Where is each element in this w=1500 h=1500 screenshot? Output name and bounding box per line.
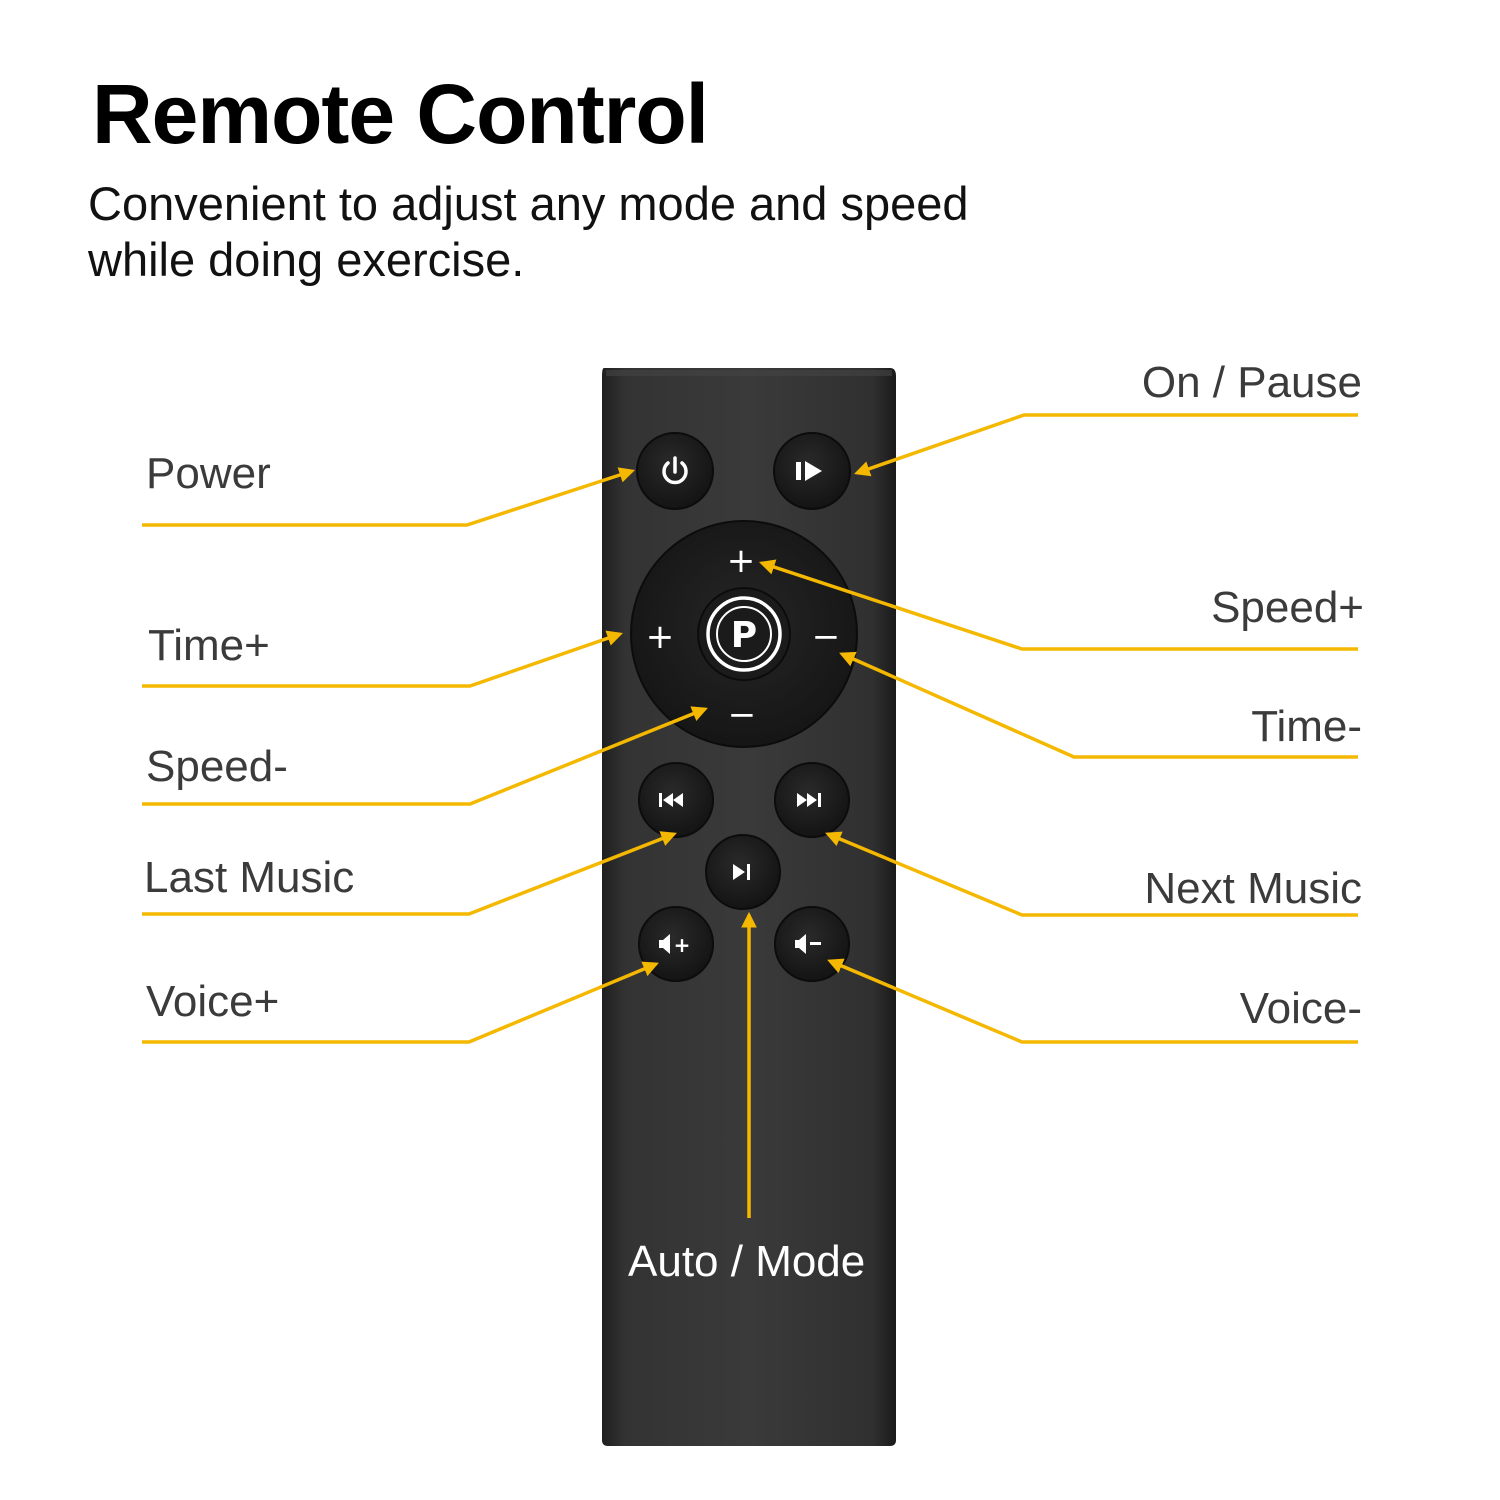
speed-plus-button[interactable]: + [727, 541, 756, 581]
power-leader [142, 467, 635, 527]
next-track-icon [797, 793, 821, 807]
callout-voice-plus: Voice+ [146, 977, 280, 1026]
subtitle-line-1: Convenient to adjust any mode and speed [88, 177, 969, 230]
on-pause-leader [854, 413, 1358, 477]
callout-lines [142, 413, 1358, 1218]
time-plus-glyph: + [646, 617, 675, 657]
voice-plus-leader [142, 961, 659, 1044]
power-icon [662, 456, 688, 485]
page-title: Remote Control [92, 67, 709, 161]
volume-up-icon: + [659, 933, 690, 957]
callout-speed-plus: Speed+ [1211, 583, 1364, 632]
time-minus-leader [839, 651, 1358, 759]
speed-plus-leader [759, 559, 1358, 651]
power-button[interactable] [636, 432, 714, 510]
callout-next-music: Next Music [1144, 864, 1362, 913]
center-logo: P [731, 615, 757, 656]
callout-speed-minus: Speed- [146, 742, 288, 791]
next-music-leader [825, 831, 1358, 917]
center-p-button[interactable]: P [697, 587, 791, 681]
time-plus-leader [142, 630, 623, 688]
voice-minus-leader [827, 958, 1358, 1044]
callout-voice-minus: Voice- [1239, 984, 1362, 1033]
time-plus-button[interactable]: + [646, 617, 675, 657]
callout-auto-mode: Auto / Mode [628, 1237, 866, 1286]
callout-time-plus: Time+ [148, 621, 270, 670]
speed-minus-leader [142, 706, 708, 806]
svg-text:+: + [674, 933, 691, 957]
voice-minus-button[interactable] [774, 906, 850, 982]
last-music-button[interactable] [638, 762, 714, 838]
speed-plus-glyph: + [727, 541, 756, 581]
next-music-button[interactable] [774, 762, 850, 838]
callout-last-music: Last Music [144, 853, 355, 902]
play-next-icon [733, 864, 750, 880]
last-music-leader [142, 831, 677, 916]
time-minus-button[interactable]: − [812, 617, 841, 657]
previous-track-icon [659, 793, 683, 807]
speed-minus-glyph: − [728, 695, 757, 735]
time-minus-glyph: − [812, 617, 841, 657]
volume-down-icon [795, 934, 821, 954]
voice-plus-button[interactable]: + [638, 906, 714, 982]
speed-minus-button[interactable]: − [728, 695, 757, 735]
on-pause-button[interactable] [773, 432, 851, 510]
play-pause-icon [796, 461, 822, 481]
callout-time-minus: Time- [1251, 702, 1362, 751]
auto-mode-button[interactable] [705, 834, 781, 910]
callout-power: Power [146, 449, 271, 498]
callout-on-pause: On / Pause [1141, 358, 1362, 407]
subtitle-line-2: while doing exercise. [88, 233, 525, 286]
page-subtitle: Convenient to adjust any mode and speed … [88, 176, 1088, 288]
